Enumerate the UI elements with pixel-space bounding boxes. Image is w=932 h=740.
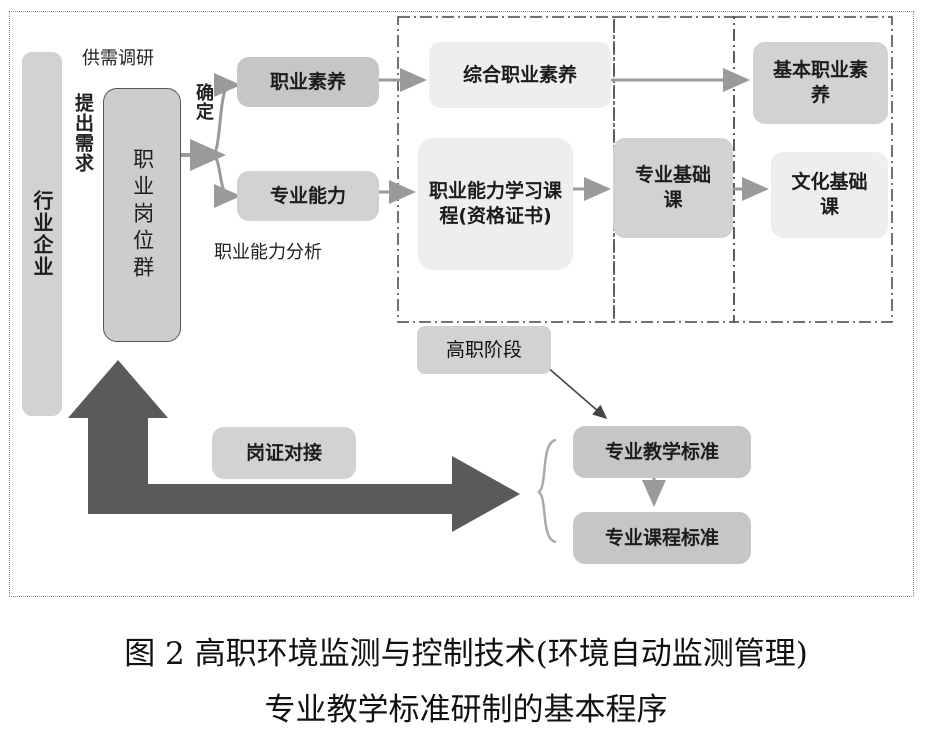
raise-demand-label: 提出需求 (72, 93, 94, 173)
course-standard-box: 专业课程标准 (573, 512, 751, 564)
caption-line-2: 专业教学标准研制的基本程序 (264, 692, 668, 728)
culture-foundation-box: 文化基础课 (771, 152, 888, 238)
major-foundation-label: 专业基础课 (634, 164, 711, 211)
major-foundation-box: 专业基础课 (613, 138, 733, 238)
culture-foundation-label: 文化基础课 (791, 171, 868, 218)
determine-label: 确定 (193, 83, 214, 121)
brace-standards (537, 438, 557, 544)
higher-voc-stage-label: 高职阶段 (445, 338, 522, 361)
industry-bar: 行业企业 (22, 52, 62, 416)
supply-research-label: 供需调研 (82, 48, 154, 69)
professional-ability-label: 专业能力 (269, 184, 346, 207)
stage-frame-3 (733, 16, 893, 323)
comprehensive-literacy-box: 综合职业素养 (429, 42, 611, 108)
vocational-literacy-label: 职业素养 (269, 70, 346, 93)
basic-literacy-label: 基本职业素养 (772, 59, 868, 106)
course-standard-label: 专业课程标准 (604, 526, 719, 549)
vocational-literacy-box: 职业素养 (237, 57, 379, 107)
teaching-standard-box: 专业教学标准 (573, 426, 751, 478)
ability-analysis-label: 职业能力分析 (214, 242, 322, 263)
industry-label: 行业企业 (30, 190, 54, 278)
higher-voc-stage-box: 高职阶段 (417, 326, 551, 374)
teaching-standard-label: 专业教学标准 (604, 440, 719, 463)
basic-literacy-box: 基本职业素养 (753, 42, 888, 124)
arrow-stage-to-standard (545, 365, 608, 420)
post-cert-label: 岗证对接 (245, 441, 322, 464)
professional-ability-box: 专业能力 (237, 171, 379, 221)
comprehensive-literacy-label: 综合职业素养 (462, 63, 577, 86)
big-feedback-arrow (68, 360, 520, 532)
job-group-box: 职业岗位群 (103, 88, 181, 342)
caption-line-1: 图 2 高职环境监测与控制技术(环境自动监测管理) (124, 636, 808, 672)
job-group-label: 职业岗位群 (130, 147, 155, 283)
ability-course-label: 职业能力学习课程(资格证书) (428, 180, 562, 227)
post-cert-box: 岗证对接 (212, 427, 356, 479)
ability-course-box: 职业能力学习课程(资格证书) (418, 138, 573, 270)
diagram-frame (9, 11, 914, 597)
